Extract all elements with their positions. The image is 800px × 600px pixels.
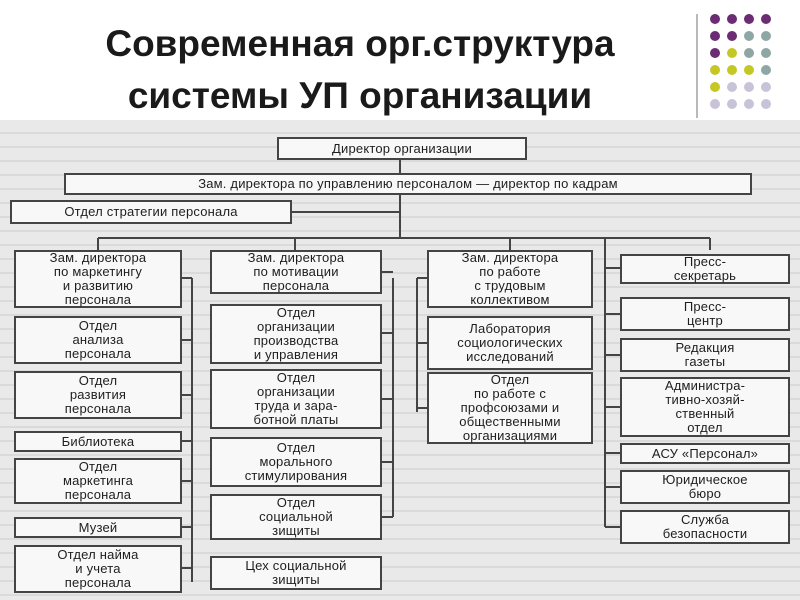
- box-col4-item: Пресс- центр: [620, 297, 790, 331]
- box-col4-item: Юридическое бюро: [620, 470, 790, 504]
- box-col4-item: Администра- тивно-хозяй- ственный отдел: [620, 377, 790, 437]
- box-col1-item: Отдел найма и учета персонала: [14, 545, 182, 593]
- title-line-1: Современная орг.структура: [105, 23, 615, 64]
- box-col4-item: Служба безопасности: [620, 510, 790, 544]
- box-col1-item: Музей: [14, 517, 182, 538]
- box-deputy-hr: Зам. директора по управлению персоналом …: [64, 173, 752, 195]
- box-col2-item: Отдел организации производства и управле…: [210, 304, 382, 364]
- box-col4-item: АСУ «Персонал»: [620, 443, 790, 464]
- title-divider: [696, 14, 698, 118]
- box-col2-item: Отдел организации труда и зара- ботной п…: [210, 369, 382, 429]
- box-col2-head: Зам. директора по мотивации персонала: [210, 250, 382, 294]
- box-col4-item: Пресс- секретарь: [620, 254, 790, 284]
- box-col1-item: Отдел маркетинга персонала: [14, 458, 182, 504]
- box-col2-item: Отдел социальной зищиты: [210, 494, 382, 540]
- box-col1-item: Библиотека: [14, 431, 182, 452]
- box-col4-item: Редакция газеты: [620, 338, 790, 372]
- box-col3-item: Отдел по работе с профсоюзами и обществе…: [427, 372, 593, 444]
- box-col3-head: Зам. директора по работе с трудовым колл…: [427, 250, 593, 308]
- box-strategy: Отдел стратегии персонала: [10, 200, 292, 224]
- box-col1-head: Зам. директора по маркетингу и развитию …: [14, 250, 182, 308]
- title-line-2: системы УП организации: [127, 75, 593, 116]
- box-col1-item: Отдел анализа персонала: [14, 316, 182, 364]
- box-col2-item: Отдел морального стимулирования: [210, 437, 382, 487]
- box-col2-item: Цех социальной зищиты: [210, 556, 382, 590]
- box-col3-item: Лаборатория социологических исследований: [427, 316, 593, 370]
- box-col1-item: Отдел развития персонала: [14, 371, 182, 419]
- slide-title: Современная орг.структура системы УП орг…: [40, 18, 680, 122]
- box-director: Директор организации: [277, 137, 527, 160]
